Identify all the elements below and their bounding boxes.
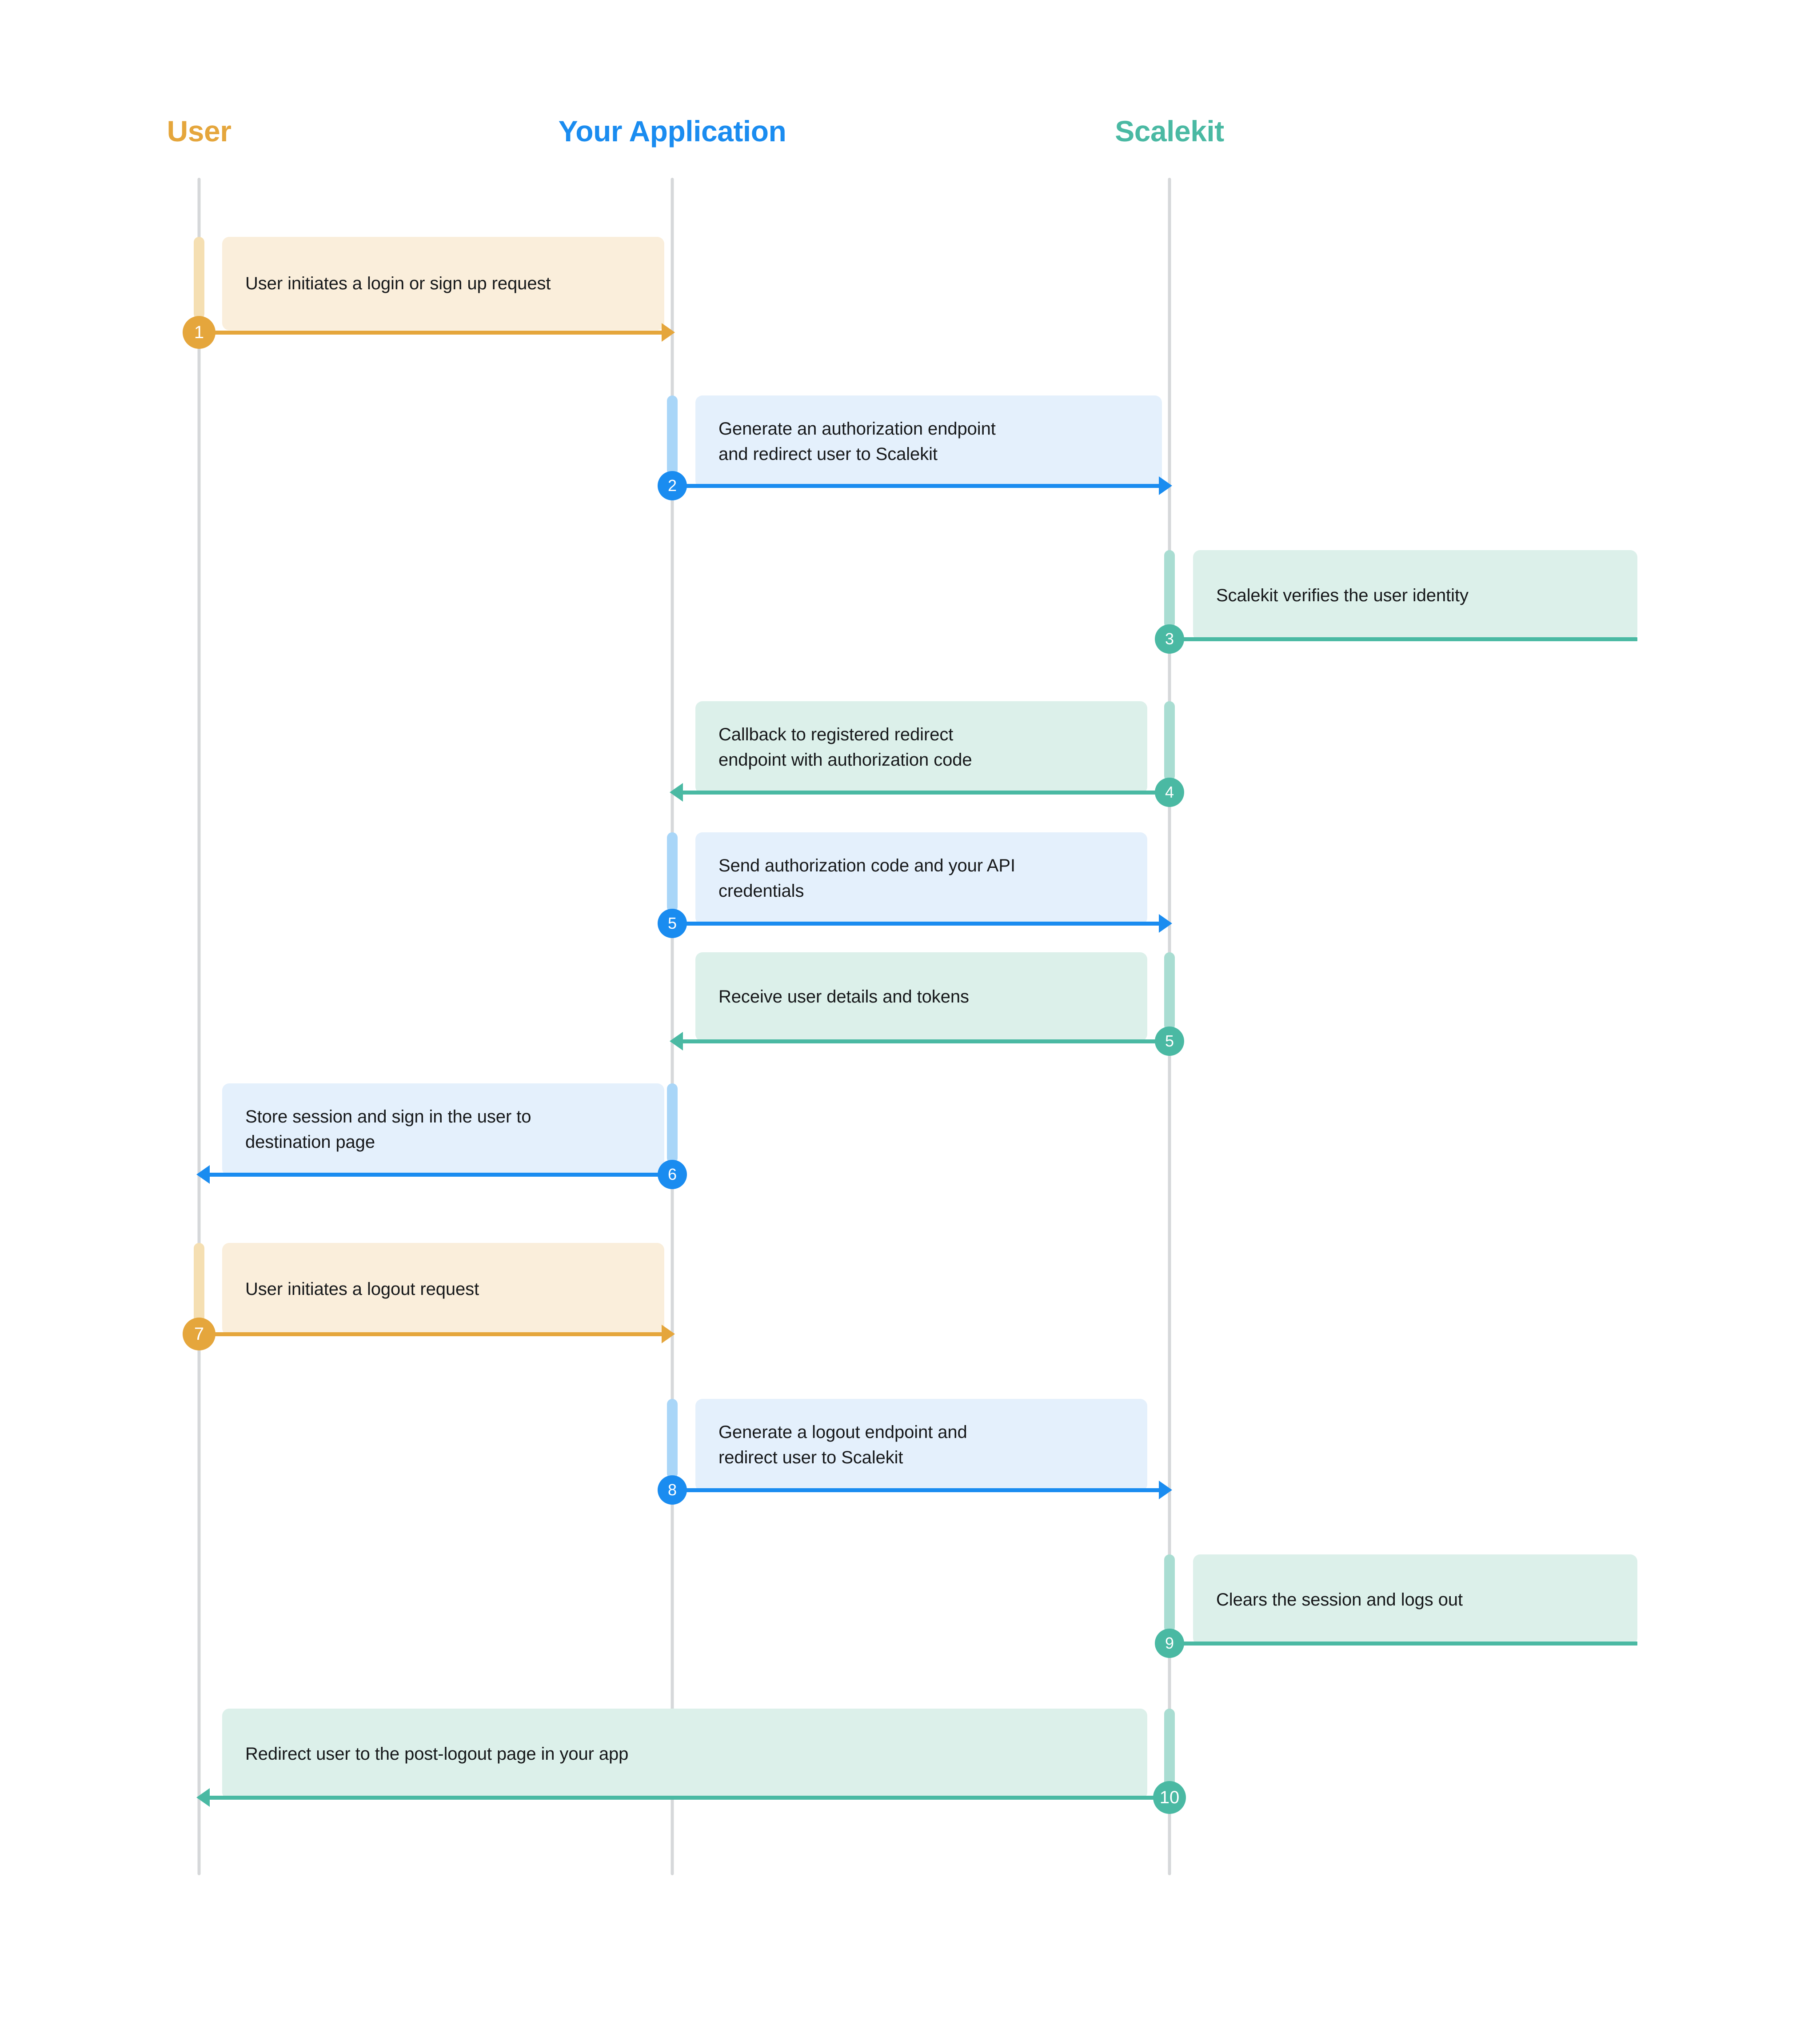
message-label: User initiates a login or sign up reques…: [245, 273, 551, 293]
message-note-6: Store session and sign in the user to de…: [222, 1083, 664, 1176]
message-label: Scalekit verifies the user identity: [1216, 585, 1469, 605]
participant-header-scalekit: Scalekit: [1115, 115, 1224, 148]
message-label: Callback to registered redirect endpoint…: [718, 725, 972, 770]
message-label: Generate a logout endpoint and redirect …: [718, 1422, 967, 1467]
participant-header-application: Your Application: [558, 115, 786, 148]
step-badge-5[interactable]: 5: [658, 909, 687, 938]
message-label: User initiates a logout request: [245, 1279, 479, 1299]
message-label: Send authorization code and your API cre…: [718, 856, 1015, 901]
arrow-head-icon: [1159, 1481, 1172, 1499]
activation-bar: [667, 1399, 678, 1479]
arrow-head-icon: [670, 1032, 683, 1050]
message-note-4: Callback to registered redirect endpoint…: [695, 701, 1147, 794]
step-badge-6[interactable]: 6: [658, 1160, 687, 1189]
message-note-9: Clears the session and logs out: [1193, 1554, 1637, 1645]
message-arrow-8: [672, 1488, 1160, 1492]
message-note-5: Send authorization code and your API cre…: [695, 832, 1147, 925]
message-arrow-4: [682, 791, 1169, 795]
step-badge-3[interactable]: 3: [1155, 624, 1184, 654]
activation-bar: [1164, 701, 1175, 781]
message-note-5: Receive user details and tokens: [695, 952, 1147, 1041]
message-arrow-10: [209, 1796, 1169, 1800]
message-arrow-1: [199, 331, 663, 335]
message-arrow-5: [672, 922, 1160, 926]
lifeline-user: [197, 178, 201, 1875]
participant-header-user: User: [167, 115, 231, 148]
message-note-8: Generate a logout endpoint and redirect …: [695, 1399, 1147, 1491]
message-arrow-3: [1169, 637, 1637, 641]
message-arrow-9: [1169, 1642, 1637, 1646]
activation-bar: [194, 1243, 204, 1323]
activation-bar: [1164, 952, 1175, 1030]
activation-bar: [1164, 1554, 1175, 1633]
message-arrow-6: [209, 1173, 672, 1177]
activation-bar: [1164, 550, 1175, 628]
step-badge-9[interactable]: 9: [1155, 1629, 1184, 1658]
message-label: Generate an authorization endpoint and r…: [718, 419, 996, 464]
arrow-head-icon: [1159, 914, 1172, 933]
message-note-1: User initiates a login or sign up reques…: [222, 237, 664, 330]
arrow-head-icon: [196, 1165, 210, 1184]
step-badge-1[interactable]: 1: [183, 316, 216, 349]
activation-bar: [194, 237, 204, 319]
message-label: Clears the session and logs out: [1216, 1590, 1463, 1610]
message-label: Receive user details and tokens: [718, 987, 969, 1007]
step-badge-5[interactable]: 5: [1155, 1026, 1184, 1056]
message-note-2: Generate an authorization endpoint and r…: [695, 395, 1162, 488]
step-badge-10[interactable]: 10: [1153, 1781, 1186, 1814]
message-arrow-7: [199, 1332, 663, 1336]
step-badge-7[interactable]: 7: [183, 1318, 216, 1350]
message-arrow-2: [672, 484, 1160, 488]
message-note-7: User initiates a logout request: [222, 1243, 664, 1335]
arrow-head-icon: [670, 783, 683, 802]
arrow-head-icon: [662, 323, 675, 342]
arrow-head-icon: [1159, 476, 1172, 495]
message-arrow-5: [682, 1039, 1169, 1043]
activation-bar: [667, 832, 678, 912]
step-badge-8[interactable]: 8: [658, 1475, 687, 1505]
step-badge-2[interactable]: 2: [658, 471, 687, 500]
message-label: Redirect user to the post-logout page in…: [245, 1744, 629, 1764]
message-note-3: Scalekit verifies the user identity: [1193, 550, 1637, 641]
activation-bar: [1164, 1709, 1175, 1787]
message-note-10: Redirect user to the post-logout page in…: [222, 1709, 1147, 1799]
arrow-head-icon: [196, 1788, 210, 1807]
step-badge-4[interactable]: 4: [1155, 778, 1184, 807]
lifeline-application: [671, 178, 674, 1875]
arrow-head-icon: [662, 1325, 675, 1343]
activation-bar: [667, 395, 678, 475]
activation-bar: [667, 1083, 678, 1163]
message-label: Store session and sign in the user to de…: [245, 1107, 531, 1152]
